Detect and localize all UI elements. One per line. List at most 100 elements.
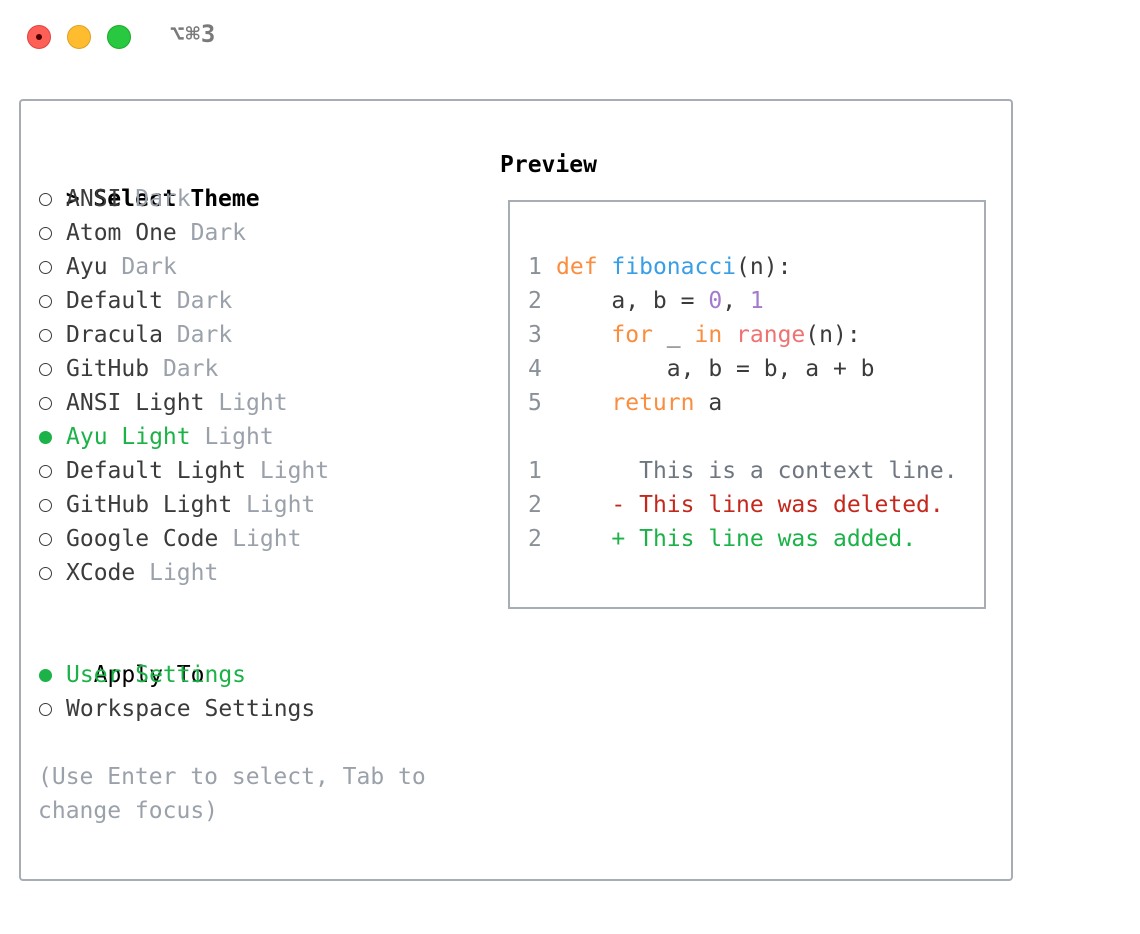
code-token: a, b = bbox=[556, 288, 709, 314]
theme-option-xcode-light[interactable]: XCode Light bbox=[38, 556, 218, 590]
line-number: 2 bbox=[528, 526, 542, 552]
theme-option-kind: Light bbox=[246, 492, 316, 518]
line-number: 1 bbox=[528, 254, 542, 280]
close-window-button[interactable] bbox=[27, 25, 51, 49]
theme-option-kind: Light bbox=[149, 560, 219, 586]
code-line: 2 a, b = 0, 1 bbox=[528, 284, 764, 318]
theme-option-kind: Light bbox=[259, 458, 330, 484]
theme-option-default-light-light[interactable]: Default Light Light bbox=[38, 454, 329, 488]
diff-text: This line was added. bbox=[639, 526, 917, 552]
focus-caret: > bbox=[65, 186, 80, 212]
theme-option-ayu-light-light[interactable]: Ayu Light Light bbox=[38, 420, 274, 454]
code-line: 3 for _ in range(n): bbox=[528, 318, 861, 352]
radio-selected-icon bbox=[38, 658, 66, 692]
theme-option-ayu-dark[interactable]: Ayu Dark bbox=[38, 250, 177, 284]
code-token: def bbox=[556, 254, 598, 280]
theme-option-kind: Dark bbox=[121, 254, 177, 280]
theme-dialog-frame bbox=[19, 99, 1013, 881]
theme-option-name: GitHub Light bbox=[66, 492, 233, 518]
help-text-line-2: change focus) bbox=[38, 798, 219, 824]
theme-option-dracula-dark[interactable]: Dracula Dark bbox=[38, 318, 232, 352]
diff-text: This line was deleted. bbox=[639, 492, 944, 518]
radio-unselected-icon bbox=[38, 454, 66, 488]
code-token: , bbox=[722, 288, 750, 314]
code-token: range bbox=[736, 322, 806, 348]
code-line: 4 a, b = b, a + b bbox=[528, 352, 875, 386]
theme-option-atom-one-dark[interactable]: Atom One Dark bbox=[38, 216, 246, 250]
apply-option-user-settings[interactable]: User Settings bbox=[38, 658, 246, 692]
diff-sign: - bbox=[611, 492, 626, 518]
theme-option-kind: Dark bbox=[176, 288, 233, 314]
theme-option-ansi-light-light[interactable]: ANSI Light Light bbox=[38, 386, 288, 420]
theme-option-kind: Dark bbox=[135, 186, 191, 212]
apply-section-title: Apply To bbox=[93, 662, 205, 688]
apply-option-name: Workspace Settings bbox=[66, 696, 316, 722]
apply-option-workspace-settings[interactable]: Workspace Settings bbox=[38, 692, 315, 726]
code-token: 1 bbox=[749, 288, 764, 314]
code-line: 1 def fibonacci(n): bbox=[528, 250, 791, 284]
theme-option-kind: Light bbox=[218, 390, 288, 416]
code-token: (n): bbox=[736, 254, 792, 280]
radio-unselected-icon bbox=[38, 352, 66, 386]
theme-option-name: ANSI Light bbox=[66, 390, 205, 416]
theme-option-kind: Light bbox=[204, 424, 274, 450]
radio-unselected-icon bbox=[38, 284, 66, 318]
theme-option-name: Dracula bbox=[66, 322, 163, 348]
radio-unselected-icon bbox=[38, 522, 66, 556]
radio-unselected-icon bbox=[38, 488, 66, 522]
apply-option-name: User Settings bbox=[66, 662, 247, 688]
minimize-window-button[interactable] bbox=[67, 25, 91, 49]
line-number: 4 bbox=[528, 356, 542, 382]
line-number: 2 bbox=[528, 288, 542, 314]
preview-panel bbox=[508, 200, 986, 609]
theme-option-ansi-dark[interactable]: ANSI Dark bbox=[38, 182, 191, 216]
help-text-line-1: (Use Enter to select, Tab to bbox=[38, 764, 426, 790]
theme-option-kind: Dark bbox=[176, 322, 233, 348]
radio-unselected-icon bbox=[38, 250, 66, 284]
theme-option-name: XCode bbox=[66, 560, 136, 586]
code-token bbox=[556, 322, 611, 348]
theme-option-github-light-light[interactable]: GitHub Light Light bbox=[38, 488, 315, 522]
diff-line-add: 2 + This line was added. bbox=[528, 522, 916, 556]
line-number: 1 bbox=[528, 458, 542, 484]
theme-option-name: GitHub bbox=[66, 356, 150, 382]
line-number: 2 bbox=[528, 492, 542, 518]
theme-option-name: Google Code bbox=[66, 526, 219, 552]
window-titlebar: ⌥⌘3 bbox=[0, 0, 1140, 78]
code-token bbox=[556, 390, 611, 416]
apply-section-header: Apply To bbox=[38, 624, 205, 688]
diff-line-ctx: 1 This is a context line. bbox=[528, 454, 958, 488]
radio-unselected-icon bbox=[38, 182, 66, 216]
preview-title: Preview bbox=[500, 152, 597, 178]
code-line: 5 return a bbox=[528, 386, 722, 420]
theme-option-name: Ayu Light bbox=[66, 424, 191, 450]
maximize-window-button[interactable] bbox=[107, 25, 131, 49]
theme-option-github-dark[interactable]: GitHub Dark bbox=[38, 352, 218, 386]
radio-unselected-icon bbox=[38, 318, 66, 352]
radio-unselected-icon bbox=[38, 556, 66, 590]
theme-section-title: Select Theme bbox=[93, 186, 260, 212]
code-token: a, b = b, a + b bbox=[556, 356, 875, 382]
theme-option-kind: Dark bbox=[190, 220, 247, 246]
radio-unselected-icon bbox=[38, 386, 66, 420]
theme-option-google-code-light[interactable]: Google Code Light bbox=[38, 522, 301, 556]
code-token bbox=[722, 322, 736, 348]
code-token: a bbox=[694, 390, 723, 416]
code-token bbox=[598, 254, 612, 280]
theme-option-kind: Light bbox=[232, 526, 302, 552]
theme-option-kind: Dark bbox=[162, 356, 219, 382]
theme-section-header: > Select Theme bbox=[38, 148, 260, 212]
theme-option-default-dark[interactable]: Default Dark bbox=[38, 284, 232, 318]
code-token: (n): bbox=[805, 322, 861, 348]
diff-sign bbox=[611, 458, 625, 484]
diff-sign: + bbox=[611, 526, 626, 552]
theme-option-name: Default Light bbox=[66, 458, 247, 484]
window-shortcut-label: ⌥⌘3 bbox=[170, 20, 217, 48]
code-token: fibonacci bbox=[611, 254, 737, 280]
line-number: 5 bbox=[528, 390, 542, 416]
diff-text: This is a context line. bbox=[639, 458, 958, 484]
line-number: 3 bbox=[528, 322, 542, 348]
theme-option-name: Ayu bbox=[66, 254, 108, 280]
code-token: for bbox=[611, 322, 653, 348]
code-token: return bbox=[611, 390, 695, 416]
